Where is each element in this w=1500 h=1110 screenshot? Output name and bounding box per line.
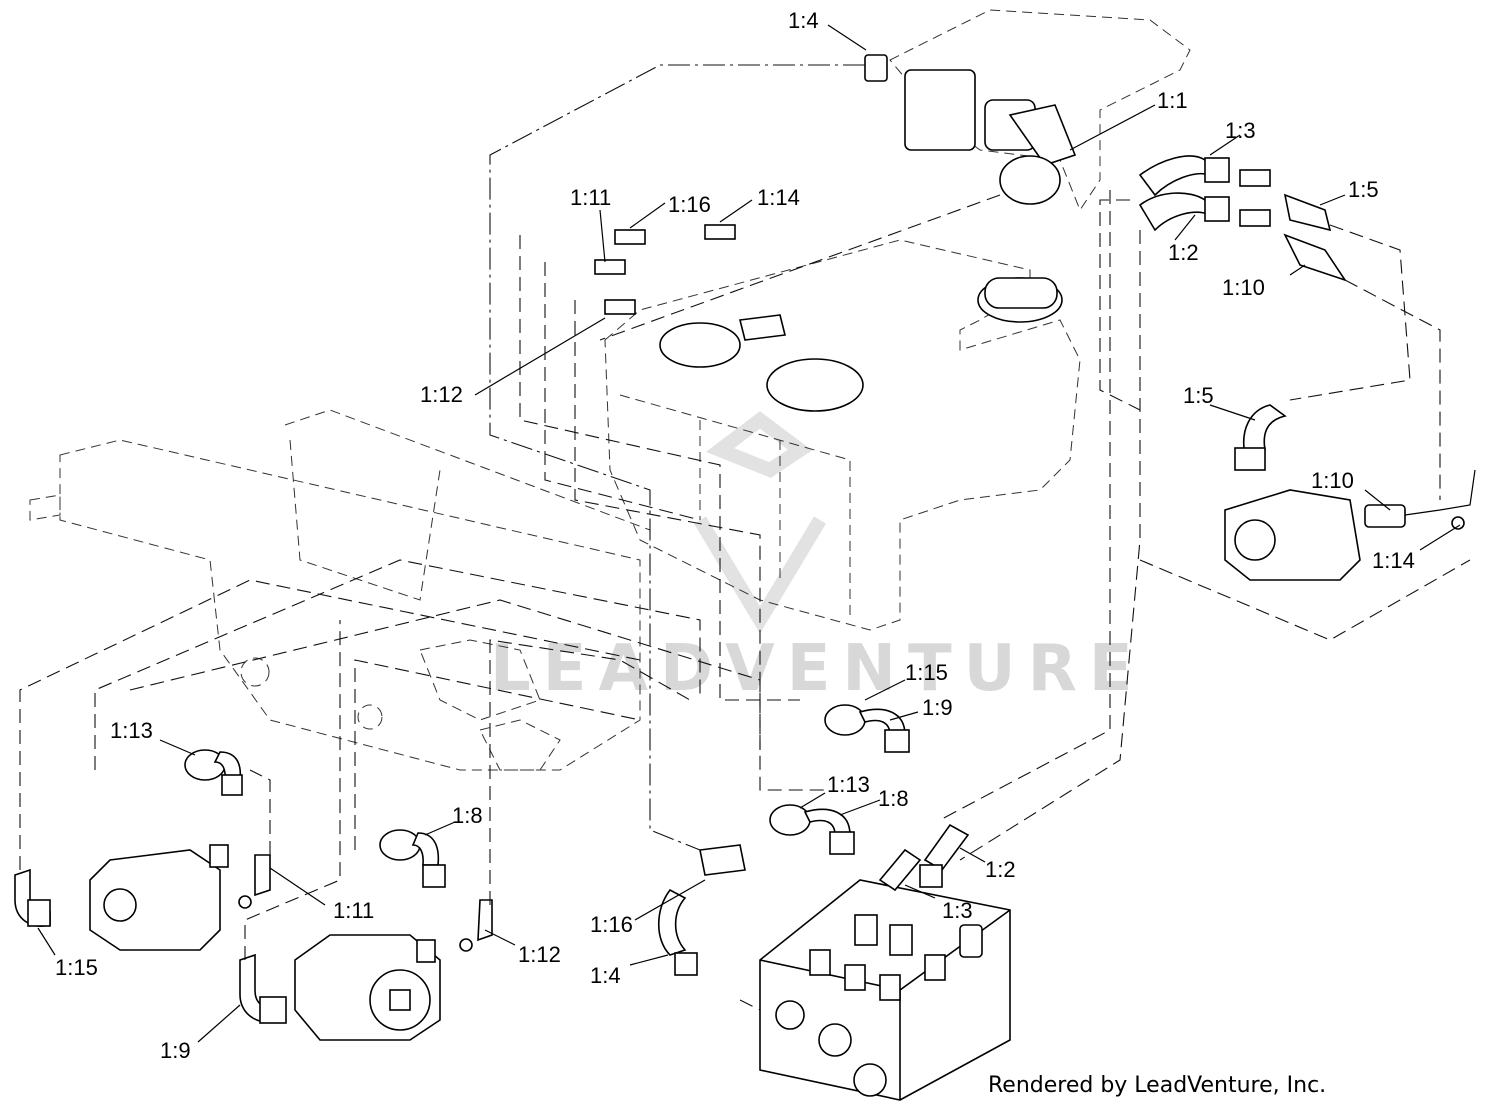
callout-label: 1:3 <box>1225 118 1256 143</box>
callout-label: 1:13 <box>827 772 870 797</box>
callout-label: 1:14 <box>1372 548 1415 573</box>
upper-pump-assembly <box>864 9 1191 212</box>
callout-label: 1:5 <box>1183 383 1214 408</box>
callout-label: 1:3 <box>942 898 973 923</box>
hose-routing <box>19 64 1471 1011</box>
fittings-group-top-right <box>1138 155 1347 282</box>
callout-label: 1:16 <box>668 192 711 217</box>
fittings-group-center <box>594 224 910 976</box>
callout-label: 1:5 <box>1348 177 1379 202</box>
callout-label: 1:11 <box>333 898 374 923</box>
callout-label: 1:1 <box>1157 88 1188 113</box>
callout-label: 1:2 <box>1168 240 1199 265</box>
callout-label: 1:4 <box>590 963 621 988</box>
callout-label: 1:13 <box>110 718 153 743</box>
left-pump-assembly <box>14 749 271 951</box>
callout-label: 1:14 <box>757 185 800 210</box>
callout-label: 1:11 <box>570 185 611 210</box>
callout-label: 1:16 <box>590 912 633 937</box>
render-credit: Rendered by LeadVenture, Inc. <box>988 1073 1327 1098</box>
center-pump-assembly <box>239 829 493 1041</box>
right-pump-assembly <box>1224 404 1476 581</box>
callout-label: 1:12 <box>420 382 463 407</box>
control-valve-block <box>759 823 1011 1101</box>
callout-label: 1:9 <box>160 1038 191 1063</box>
callout-label: 1:2 <box>985 857 1016 882</box>
watermark-text: LEADVENTURE <box>490 632 1145 706</box>
callout-label: 1:8 <box>452 803 483 828</box>
callout-label: 1:15 <box>905 660 948 685</box>
callout-labels: 1:4 1:1 1:3 1:5 1:2 1:10 1:11 1:16 1:14 … <box>55 8 1415 1063</box>
callout-label: 1:10 <box>1311 468 1354 493</box>
callout-label: 1:10 <box>1222 275 1265 300</box>
callout-label: 1:9 <box>922 695 953 720</box>
hydraulic-tank <box>604 239 1081 631</box>
leader-lines <box>37 24 1461 1043</box>
watermark: LEADVENTURE <box>490 411 1145 706</box>
chassis-frame <box>29 409 651 771</box>
callout-label: 1:8 <box>878 786 909 811</box>
callout-label: 1:15 <box>55 955 98 980</box>
callout-label: 1:4 <box>788 8 819 33</box>
callout-label: 1:12 <box>518 942 561 967</box>
